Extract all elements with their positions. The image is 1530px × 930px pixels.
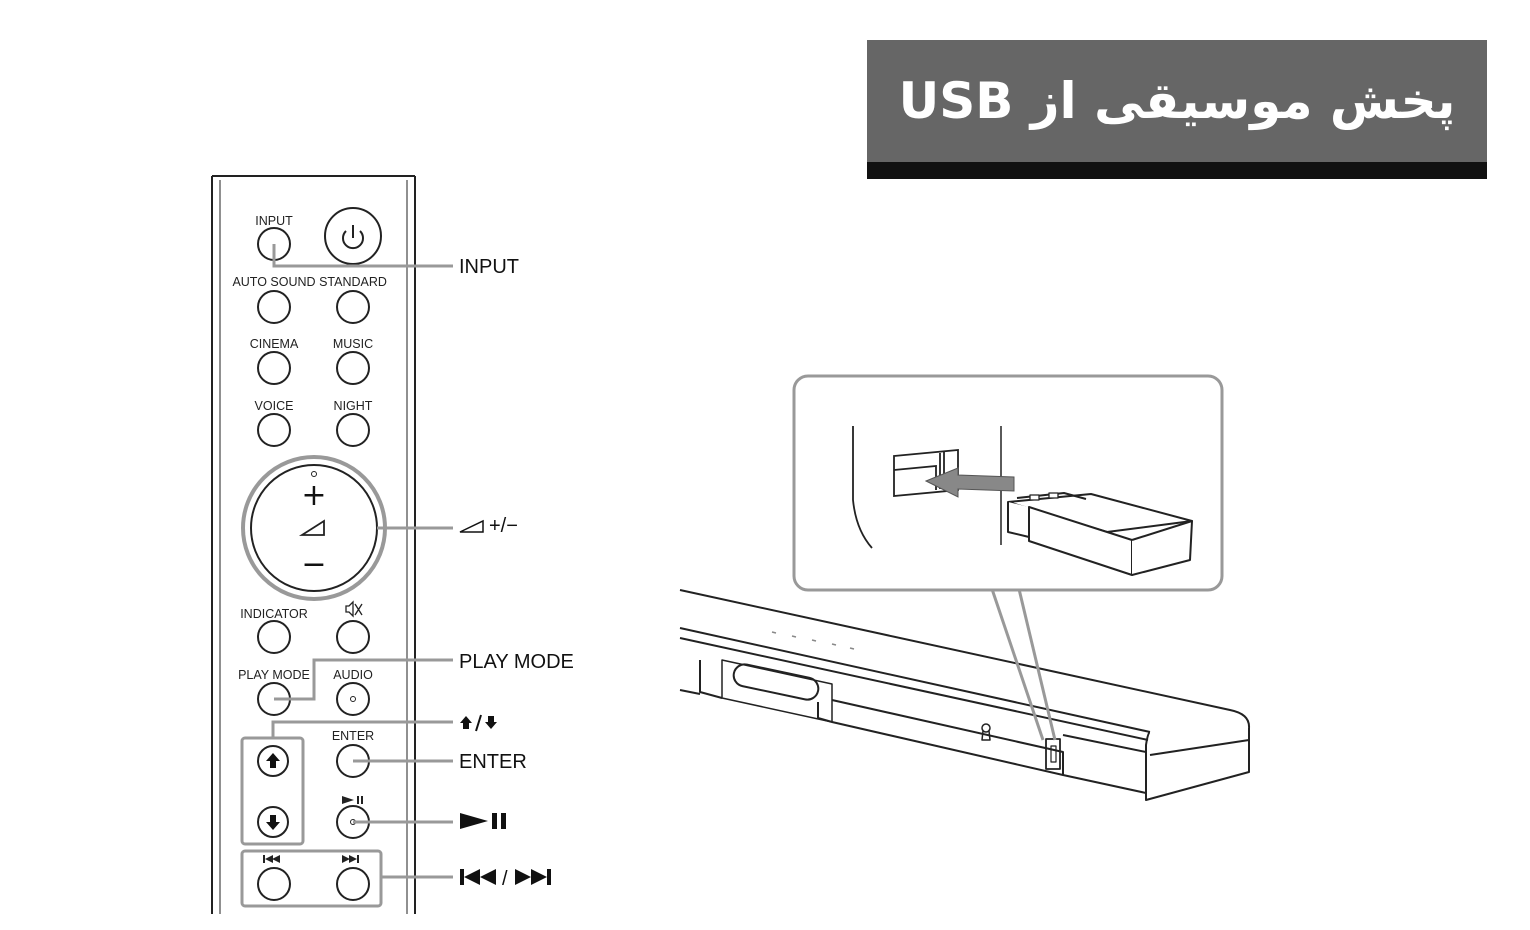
up-arrow-icon (266, 753, 280, 768)
down-button[interactable] (257, 806, 289, 838)
volume-minus-label: − (301, 547, 326, 582)
usb-port-zoom-callout (792, 374, 1224, 741)
indicator-button-label: INDICATOR (240, 607, 308, 621)
enter-button-label: ENTER (332, 729, 374, 743)
callout-play-mode: PLAY MODE (459, 651, 574, 673)
volume-plus-label: + (301, 478, 326, 513)
standard-button[interactable] (336, 290, 370, 324)
usb-stick-icon (1007, 492, 1193, 576)
play-pause-icon-small (342, 796, 363, 804)
previous-track-button[interactable] (257, 867, 291, 901)
voice-button-label: VOICE (255, 399, 294, 413)
cinema-button-label: CINEMA (250, 337, 299, 351)
volume-triangle-icon (298, 519, 325, 536)
power-icon (342, 225, 364, 250)
callout-input: INPUT (459, 256, 519, 278)
auto-sound-button-label: AUTO SOUND (232, 275, 315, 289)
next-track-button[interactable] (336, 867, 370, 901)
title-banner-underline (867, 162, 1487, 179)
next-track-icon (515, 869, 551, 885)
insert-arrow-icon (924, 467, 1015, 498)
up-down-arrows-icon (460, 714, 497, 732)
callout-enter: ENTER (459, 751, 527, 773)
volume-triangle-icon (459, 519, 484, 533)
callout-lines (271, 244, 453, 879)
voice-button[interactable] (257, 413, 291, 447)
audio-button[interactable] (336, 682, 370, 716)
mute-icon (345, 600, 363, 618)
music-button[interactable] (336, 351, 370, 385)
audio-button-dot (350, 696, 356, 702)
night-button-label: NIGHT (334, 399, 373, 413)
title-banner (867, 40, 1487, 162)
audio-button-label: AUDIO (333, 668, 373, 682)
power-button[interactable] (324, 207, 382, 265)
mute-button[interactable] (336, 620, 370, 654)
indicator-button[interactable] (257, 620, 291, 654)
input-button-label: INPUT (255, 214, 293, 228)
play-mode-button-label: PLAY MODE (238, 668, 310, 682)
callout-skip-separator: / (502, 868, 508, 890)
page-title: پخش موسیقی از USB (898, 72, 1456, 130)
previous-track-icon-small (263, 855, 280, 863)
night-button[interactable] (336, 413, 370, 447)
next-track-icon-small (342, 855, 359, 863)
standard-button-label: STANDARD (319, 275, 387, 289)
previous-track-icon (460, 869, 496, 885)
callout-volume: +/− (489, 515, 518, 537)
cinema-button[interactable] (257, 351, 291, 385)
remote-control (211, 175, 416, 914)
up-button[interactable] (257, 745, 289, 777)
play-pause-icon (460, 813, 506, 829)
soundbar-icon (679, 589, 1251, 801)
music-button-label: MUSIC (333, 337, 373, 351)
down-arrow-icon (266, 815, 280, 830)
volume-rocker[interactable]: + − (241, 455, 387, 601)
auto-sound-button[interactable] (257, 290, 291, 324)
